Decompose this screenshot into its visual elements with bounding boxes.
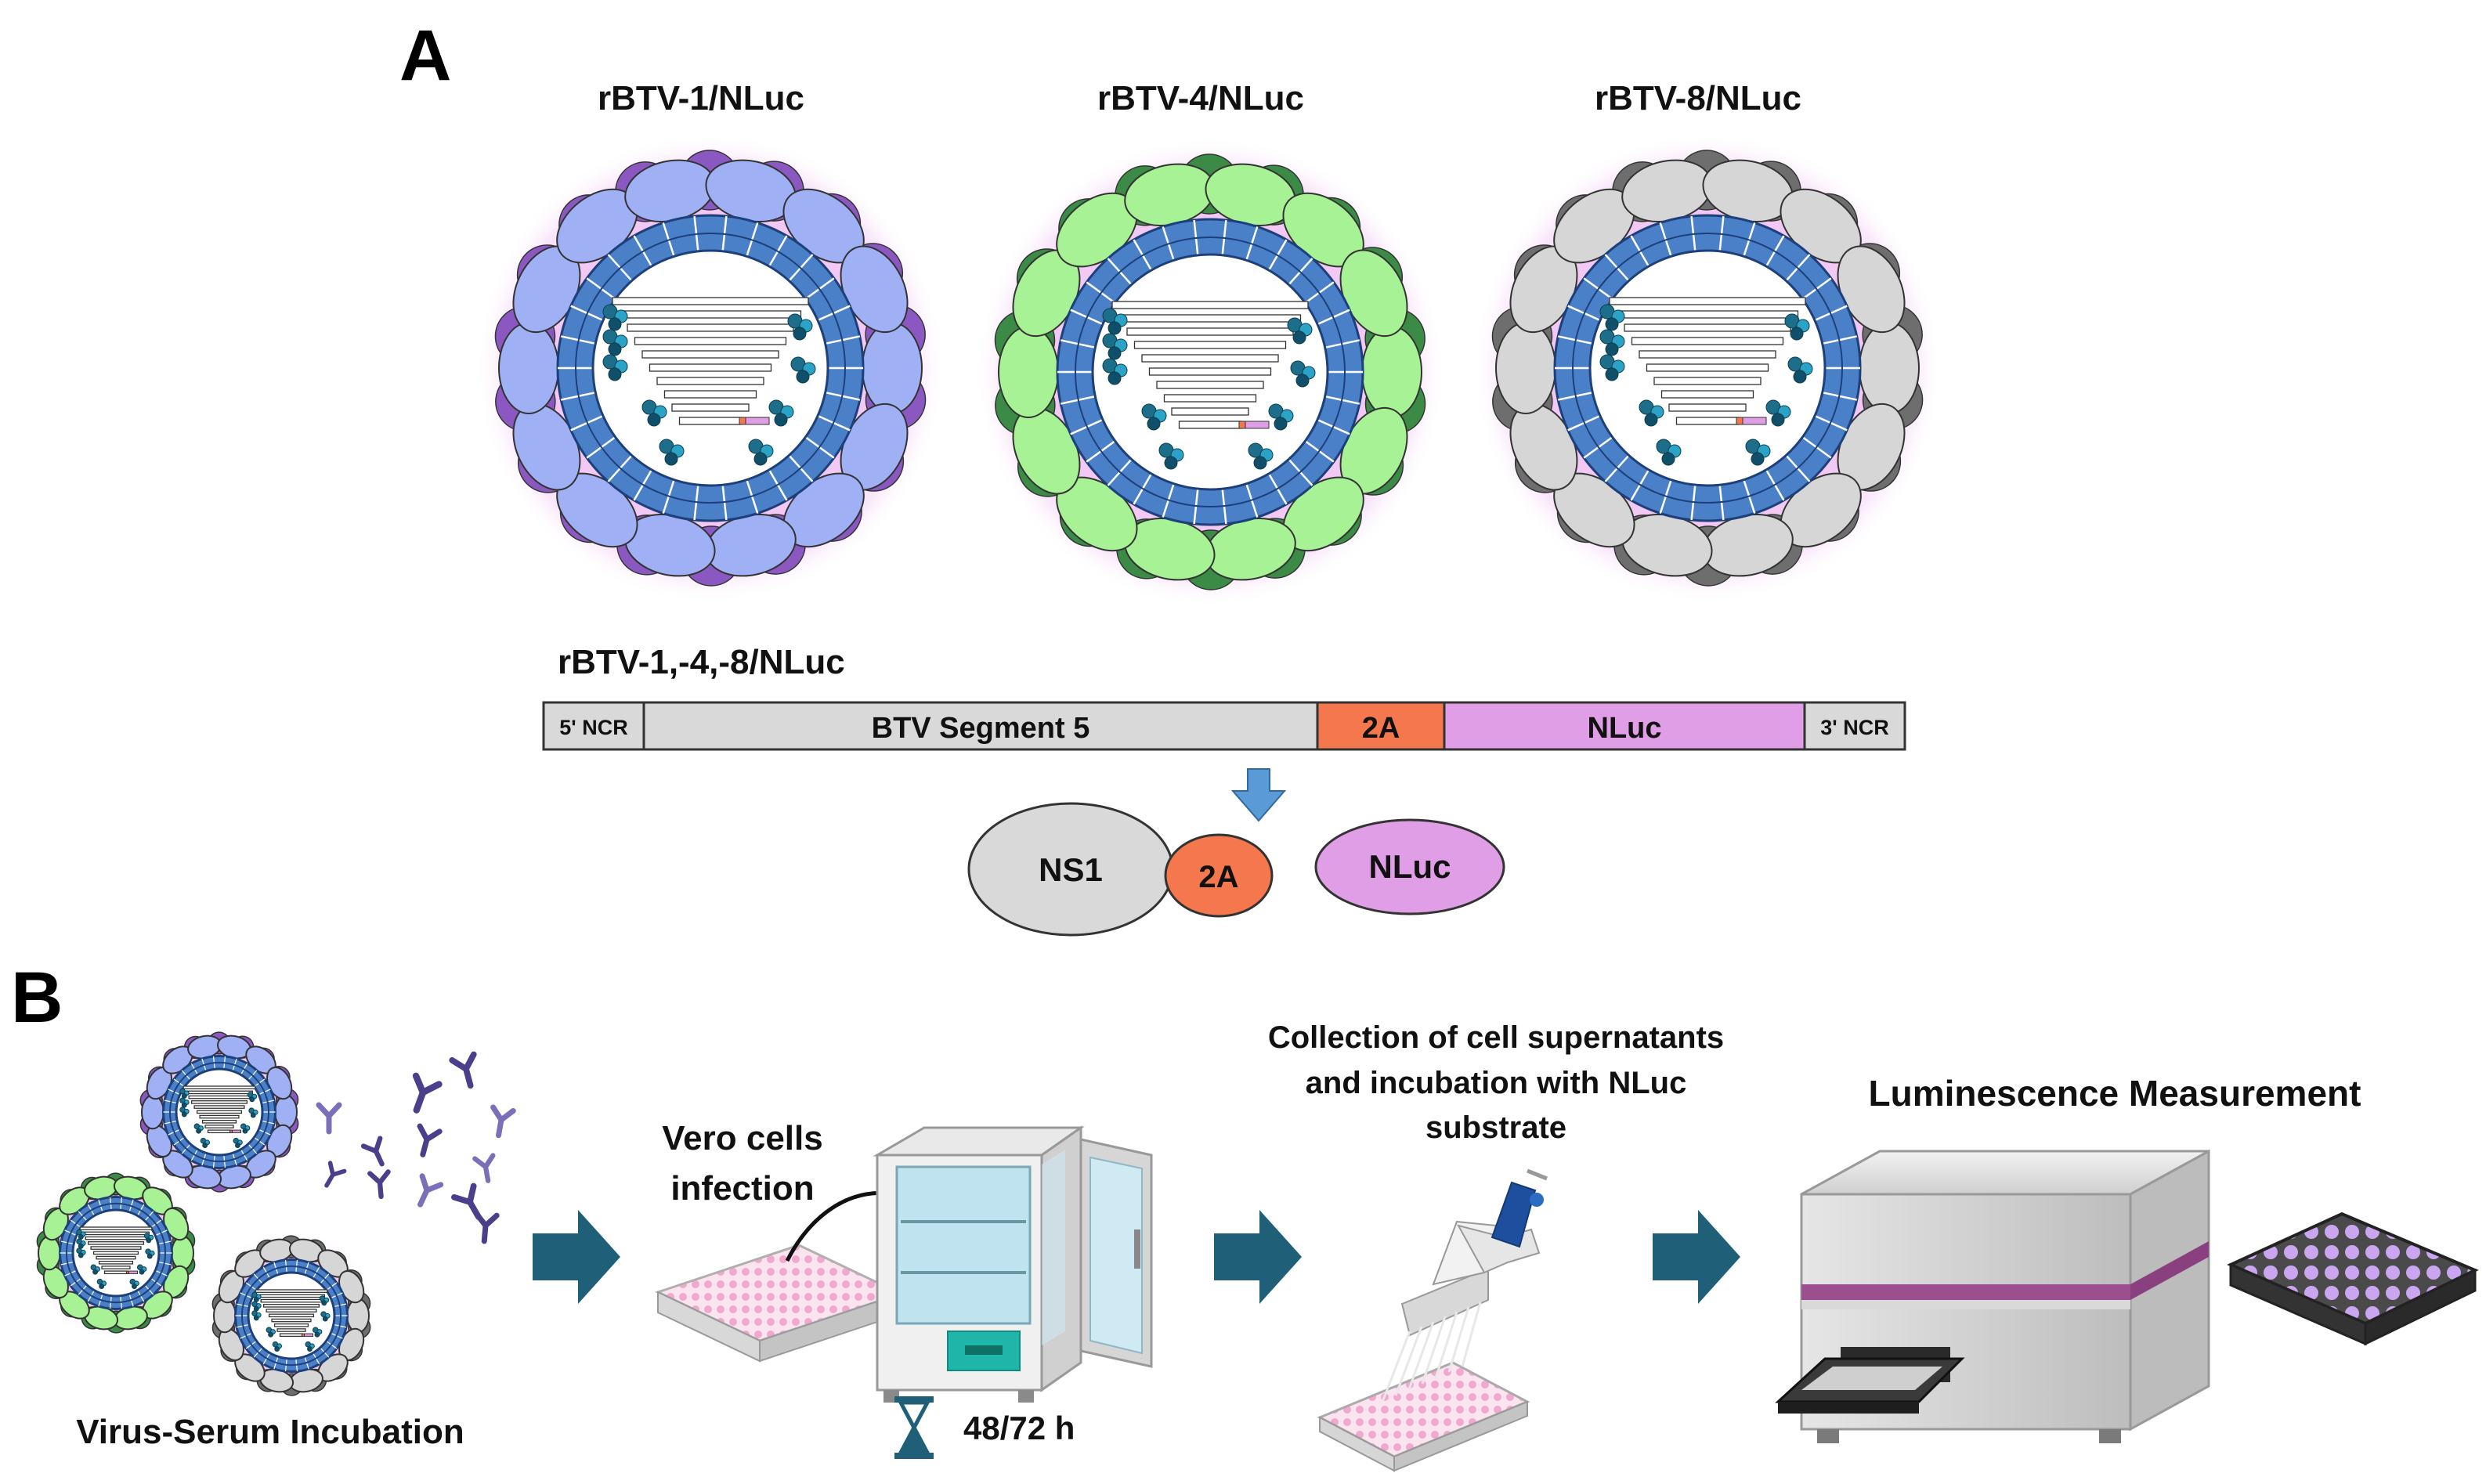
small-virion-1 (133, 1026, 305, 1198)
incubation-label: Virus-Serum Incubation (76, 1413, 464, 1451)
small-virion-2 (30, 1167, 202, 1339)
panel-b-label: B (11, 958, 63, 1038)
segment-3ncr (1803, 701, 1906, 751)
virus-serum-mix (30, 1026, 378, 1402)
p2a-product (1164, 833, 1274, 918)
collection-label-line3: substrate (1425, 1110, 1566, 1145)
nluc-product-label: NLuc (1369, 848, 1451, 885)
antibody-4 (490, 1104, 516, 1139)
segment-btv5 (642, 701, 1319, 751)
antibody-10 (417, 1173, 444, 1208)
antibody-11 (451, 1183, 482, 1220)
segment-5ncr (542, 701, 645, 751)
vero-cell-plate (654, 1244, 905, 1363)
antibody-6 (417, 1123, 443, 1157)
nluc-product (1314, 818, 1505, 915)
step-arrow-2 (1214, 1210, 1302, 1304)
incubation-time: 48/72 h (963, 1410, 1075, 1446)
incubator (873, 1125, 1153, 1403)
measurement-label: Luminescence Measurement (1869, 1073, 2361, 1114)
virion-label-2: rBTV-4/NLuc (1097, 79, 1304, 117)
step-arrow-1 (533, 1210, 620, 1304)
segment-nluc-label: NLuc (1588, 712, 1662, 745)
small-virion-3 (205, 1229, 378, 1402)
step-arrow-3 (1653, 1210, 1740, 1304)
virion-2 (975, 137, 1445, 607)
segment-btv5-label: BTV Segment 5 (872, 712, 1090, 745)
segment-2a-label: 2A (1362, 712, 1400, 745)
segment-5-construct: 5' NCR BTV Segment 5 2A NLuc 3' NCR (542, 701, 1906, 751)
panel-a-label: A (399, 16, 451, 96)
infection-label-line1: Vero cells (662, 1119, 822, 1157)
antibody-2 (412, 1072, 443, 1114)
antibody-9 (367, 1169, 391, 1200)
translation-products: NS1 2A NLuc (967, 802, 1505, 937)
antibody-7 (472, 1153, 496, 1183)
readout-plate (2227, 1211, 2479, 1346)
virion-1 (475, 133, 945, 603)
antibody-5 (360, 1136, 385, 1167)
segment-5ncr-label: 5' NCR (559, 716, 627, 739)
translation-arrow (1230, 768, 1287, 822)
collection-label-line1: Collection of cell supernatants (1268, 1020, 1724, 1055)
virions-row: rBTV-1/NLuc rBTV-4/NLuc rBTV-8/NLuc (475, 79, 1942, 607)
infection-label-line2: infection (670, 1169, 814, 1208)
plate-reader (1775, 1149, 2210, 1443)
antibody-1 (316, 1102, 342, 1135)
antibodies (316, 1051, 516, 1244)
virion-label-3: rBTV-8/NLuc (1595, 79, 1801, 117)
antibody-12 (473, 1211, 500, 1244)
hourglass-icon (894, 1396, 934, 1459)
p2a-label: 2A (1198, 860, 1238, 894)
multichannel-pipette (1317, 1168, 1548, 1472)
segment-3ncr-label: 3' NCR (1820, 716, 1888, 739)
antibody-3 (449, 1051, 477, 1089)
antibody-8 (324, 1161, 347, 1188)
construct-title: rBTV-1,-4,-8/NLuc (558, 643, 845, 681)
virion-3 (1472, 133, 1942, 603)
collection-label-line2: and incubation with NLuc (1306, 1066, 1687, 1100)
virion-label-1: rBTV-1/NLuc (598, 79, 804, 117)
ns1-label: NS1 (1039, 851, 1103, 888)
